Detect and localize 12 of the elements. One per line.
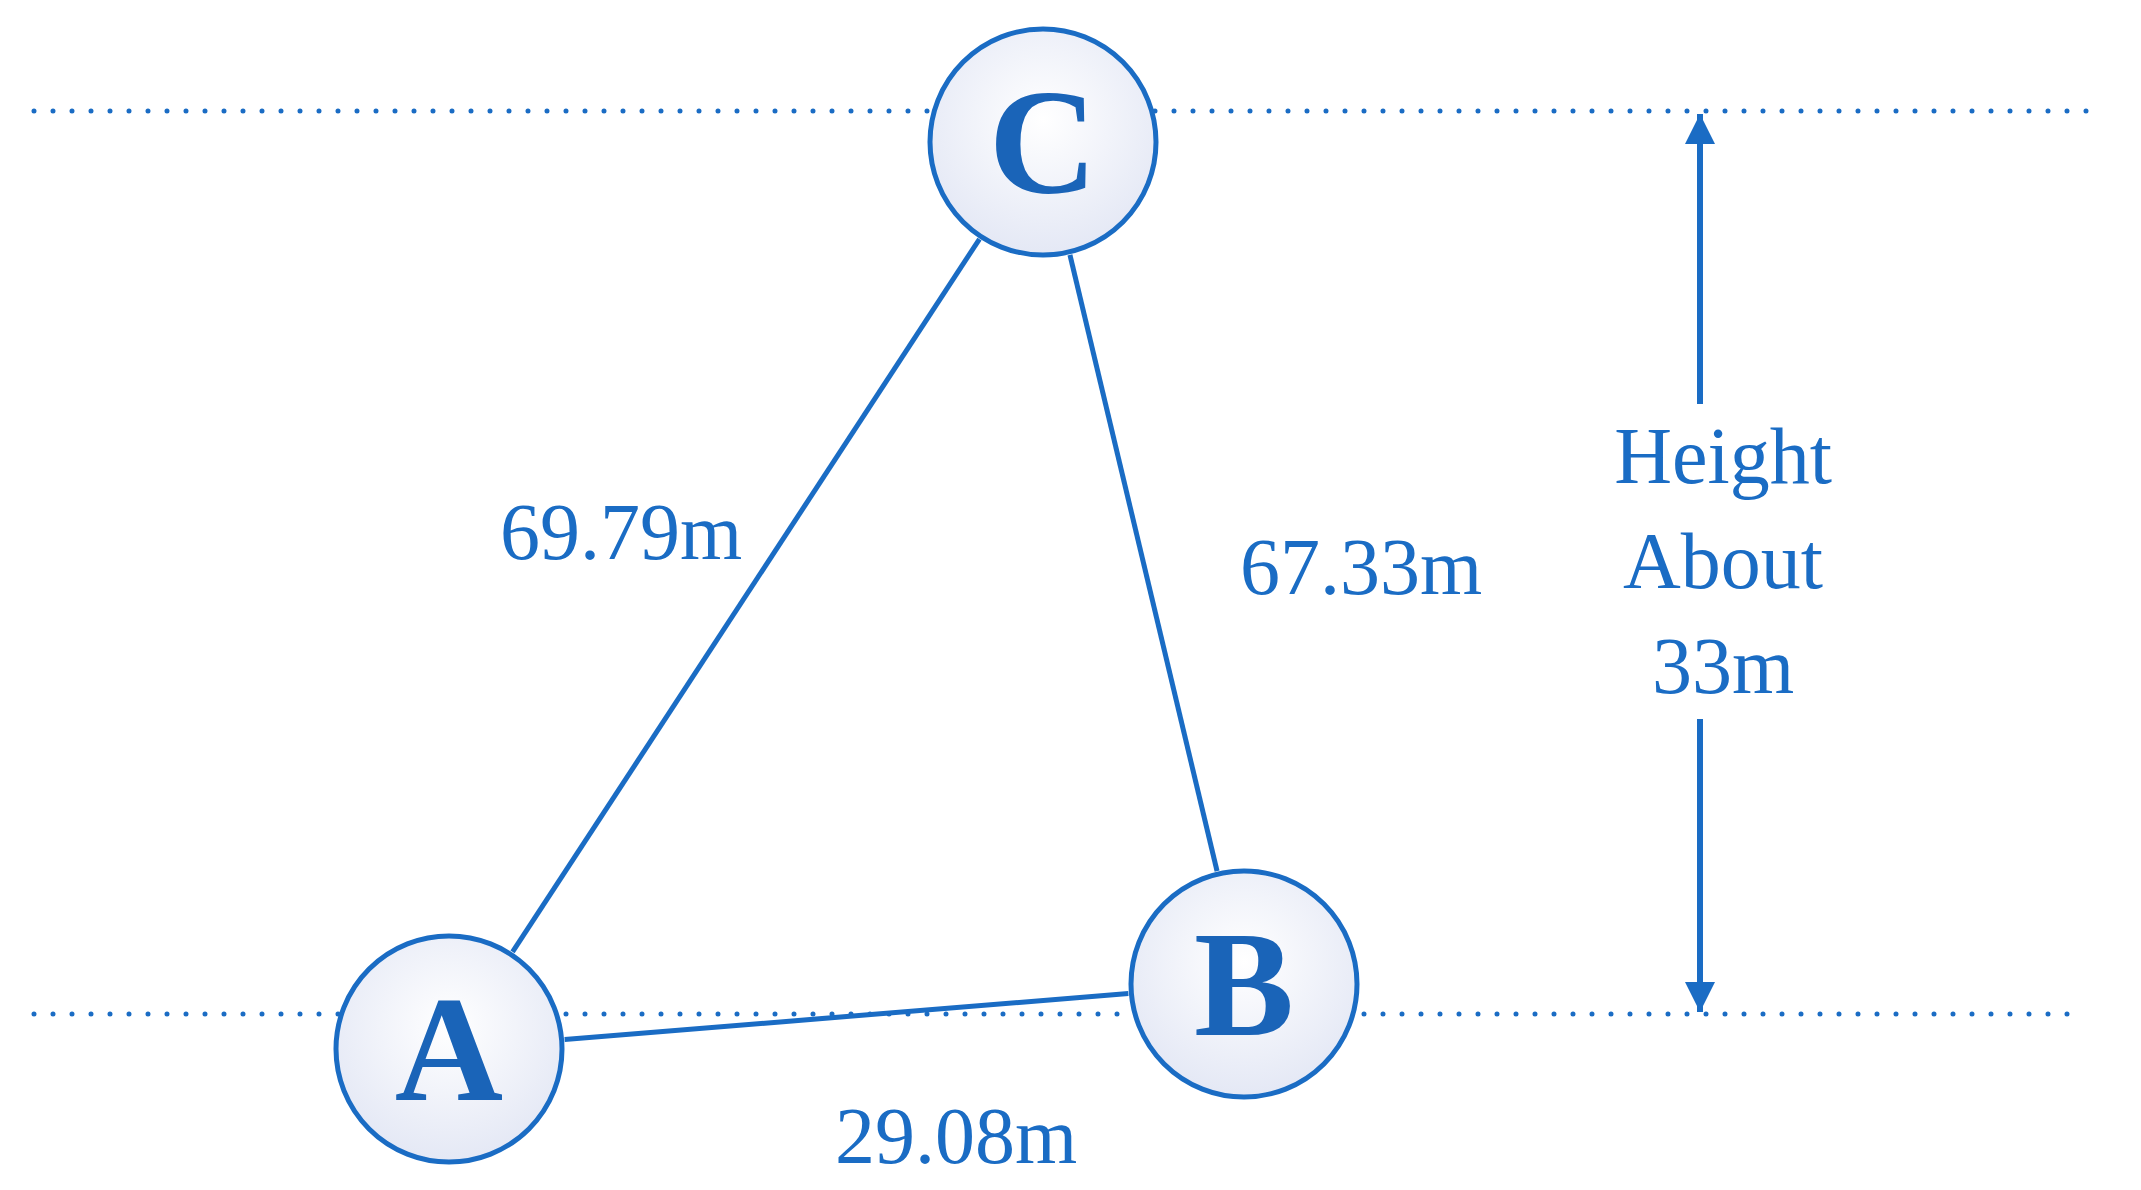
circle-node bbox=[927, 26, 1159, 258]
edge-label: 69.79m bbox=[499, 487, 743, 578]
node-letter: C bbox=[988, 67, 1098, 217]
connector-line bbox=[564, 990, 1129, 1043]
edge-label: 67.33m bbox=[1239, 522, 1483, 613]
edge-label: 29.08m bbox=[834, 1091, 1078, 1182]
circle-node bbox=[1128, 868, 1360, 1100]
connector-line bbox=[510, 237, 982, 954]
node-letter: B bbox=[1193, 909, 1295, 1059]
circle-node bbox=[333, 933, 565, 1165]
node-letter: A bbox=[394, 974, 504, 1124]
connector-line bbox=[1067, 254, 1220, 872]
